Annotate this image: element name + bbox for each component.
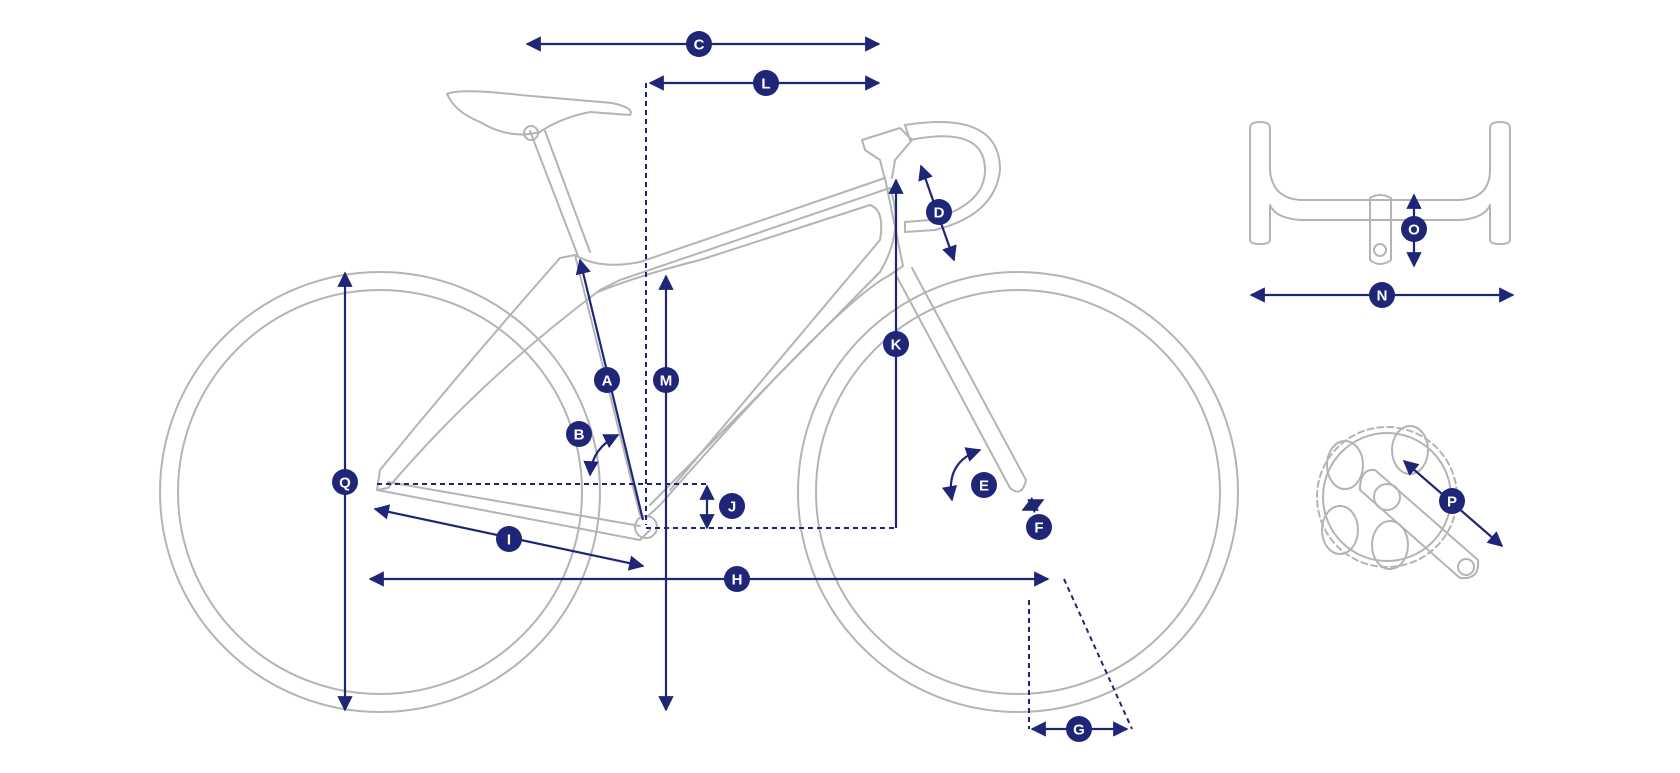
label-q: Q (332, 469, 358, 495)
label-c: C (686, 31, 712, 57)
svg-text:O: O (1408, 222, 1420, 239)
label-h: H (724, 566, 750, 592)
svg-text:I: I (507, 532, 511, 549)
svg-text:B: B (574, 427, 585, 444)
svg-text:N: N (1377, 288, 1388, 305)
label-e: E (971, 472, 997, 498)
svg-text:D: D (934, 205, 945, 222)
front-wheel (797, 271, 1239, 713)
svg-text:E: E (979, 478, 989, 495)
label-o: O (1401, 216, 1427, 242)
svg-text:K: K (891, 337, 902, 354)
dimension-arrows (337, 36, 1515, 737)
svg-text:C: C (694, 37, 705, 54)
fork (895, 267, 1027, 493)
label-p: P (1439, 488, 1465, 514)
svg-text:F: F (1034, 520, 1043, 537)
svg-text:Q: Q (339, 475, 351, 492)
label-b: B (566, 421, 592, 447)
svg-text:A: A (602, 373, 613, 390)
label-f: F (1026, 514, 1052, 540)
label-m: M (653, 367, 679, 393)
reference-lines (377, 83, 1133, 730)
svg-text:G: G (1073, 722, 1085, 739)
svg-text:J: J (728, 499, 736, 516)
stem-handlebar (861, 121, 1001, 233)
frame (376, 177, 904, 541)
seatpost-saddle (446, 90, 632, 257)
svg-text:M: M (660, 373, 673, 390)
svg-text:L: L (761, 76, 770, 93)
bike-outline (159, 90, 1239, 713)
svg-text:H: H (732, 572, 743, 589)
label-i: I (496, 526, 522, 552)
label-g: G (1066, 716, 1092, 742)
label-a: A (594, 367, 620, 393)
rear-wheel (159, 271, 601, 713)
label-d: D (926, 199, 952, 225)
label-k: K (883, 331, 909, 357)
label-n: N (1369, 282, 1395, 308)
svg-text:P: P (1447, 494, 1457, 511)
label-l: L (753, 70, 779, 96)
label-j: J (719, 493, 745, 519)
handlebar-front-view (1249, 121, 1511, 265)
